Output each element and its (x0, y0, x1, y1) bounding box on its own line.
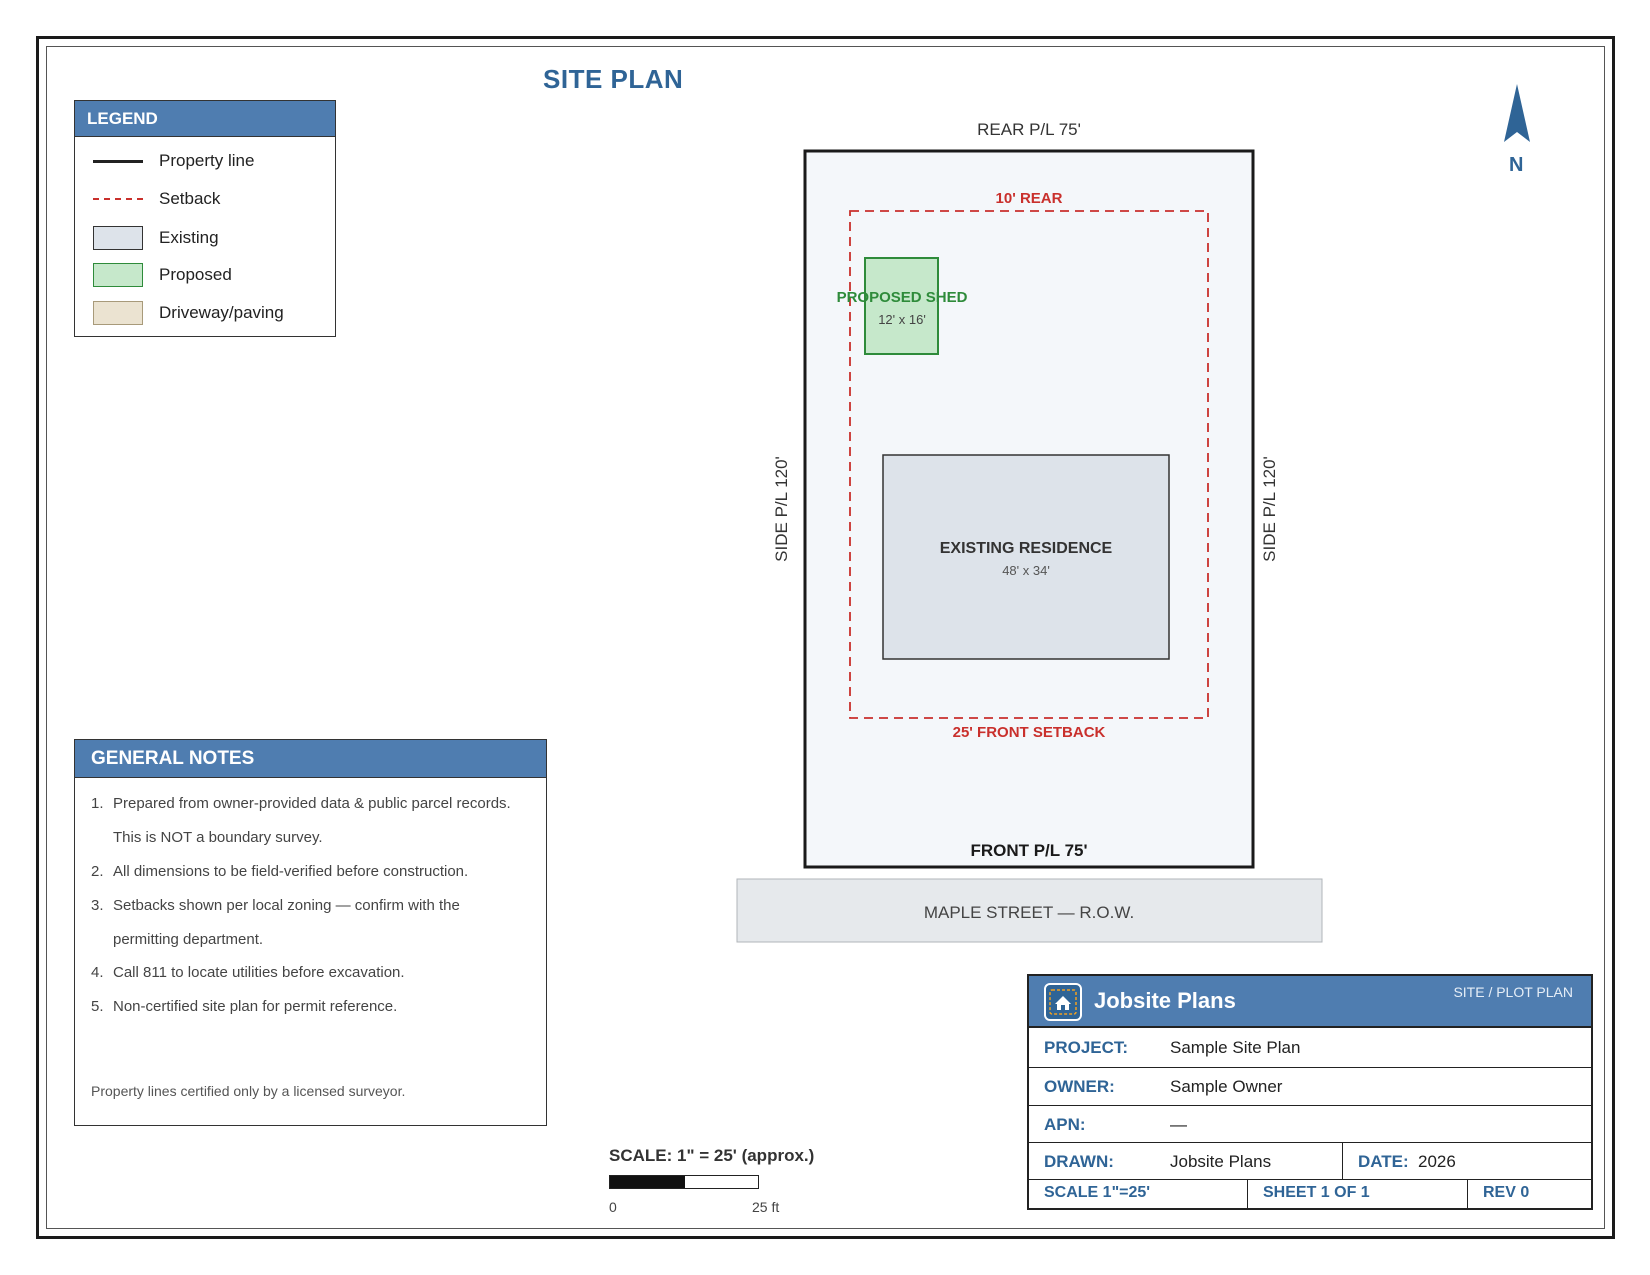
legend-label: Existing (159, 228, 219, 247)
note-item: 4. Call 811 to locate utilities before e… (91, 956, 521, 990)
legend-label: Proposed (159, 265, 232, 284)
note-text: Non-certified site plan for permit refer… (113, 998, 398, 1015)
note-text: Call 811 to locate utilities before exca… (113, 964, 405, 981)
legend-item-setback: Setback (93, 186, 220, 212)
legend-item-property-line: Property line (93, 148, 254, 174)
legend-label: Property line (159, 151, 255, 170)
drawn-row: DRAWN: Jobsite Plans DATE: 2026 (1029, 1143, 1591, 1180)
sheet-cell: SHEET 1 OF 1 (1247, 1180, 1467, 1208)
side-pl-left-label: SIDE P/L 120' (772, 456, 791, 562)
sheet-border-outer (36, 36, 1615, 1239)
residence-label: EXISTING RESIDENCE (940, 540, 1113, 557)
notes-heading: GENERAL NOTES (75, 740, 546, 778)
note-item: 2. All dimensions to be field-verified b… (91, 855, 521, 889)
sheet-number: SHEET 1 OF 1 (1263, 1184, 1370, 1201)
legend-item-proposed: Proposed (93, 262, 232, 288)
owner-value: Sample Owner (1170, 1077, 1283, 1096)
note-number: 5. (91, 998, 104, 1015)
note-number: 2. (91, 863, 104, 880)
legend-item-existing: Existing (93, 225, 219, 251)
scale-label: SCALE: 1" = 25' (approx.) (609, 1146, 815, 1165)
residence-dims: 48' x 34' (1002, 563, 1050, 578)
house-logo-icon (1044, 983, 1082, 1021)
scale-bar (609, 1175, 759, 1189)
rev-cell: REV 0 (1467, 1180, 1593, 1208)
sheet-type: SITE / PLOT PLAN (1453, 984, 1573, 1000)
existing-swatch (93, 226, 145, 250)
owner-row: OWNER: Sample Owner (1029, 1068, 1591, 1106)
front-pl-label: FRONT P/L 75' (970, 841, 1087, 860)
project-row: PROJECT: Sample Site Plan (1029, 1028, 1591, 1068)
setback-line (849, 210, 1209, 719)
street-row (736, 878, 1323, 943)
note-number: 4. (91, 964, 104, 981)
legend-heading: LEGEND (75, 101, 335, 137)
proposed-swatch (93, 263, 145, 287)
note-text: All dimensions to be field-verified befo… (113, 863, 469, 880)
existing-residence (882, 454, 1170, 660)
date-value: 2026 (1418, 1152, 1456, 1171)
project-key: PROJECT: (1044, 1038, 1129, 1057)
legend-item-driveway: Driveway/paving (93, 300, 284, 326)
property-line-symbol (93, 149, 145, 173)
revision: REV 0 (1483, 1184, 1530, 1201)
apn-key: APN: (1044, 1115, 1086, 1134)
apn-value: — (1170, 1115, 1187, 1134)
drawn-key: DRAWN: (1044, 1152, 1114, 1171)
footer-row: SCALE 1"=25' SHEET 1 OF 1 REV 0 (1029, 1180, 1591, 1208)
north-arrow-icon (1504, 84, 1530, 142)
title-block-scale: SCALE 1"=25' (1044, 1184, 1151, 1201)
setback-symbol (93, 187, 145, 211)
shed-dims: 12' x 16' (878, 312, 926, 327)
scale-tick-end: 25 ft (752, 1199, 780, 1215)
rear-pl-label: REAR P/L 75' (977, 120, 1081, 139)
legend-label: Driveway/paving (159, 303, 284, 322)
note-item: 1. Prepared from owner-provided data & p… (91, 787, 521, 855)
apn-row: APN: — (1029, 1106, 1591, 1143)
company-name: Jobsite Plans (1094, 988, 1236, 1013)
note-number: 1. (91, 795, 104, 812)
proposed-shed (864, 257, 939, 355)
driveway-swatch (93, 301, 145, 325)
owner-key: OWNER: (1044, 1077, 1115, 1096)
rear-setback-label: 10' REAR (996, 190, 1063, 207)
scale-tick-start: 0 (609, 1199, 617, 1215)
project-value: Sample Site Plan (1170, 1038, 1301, 1057)
legend-panel: LEGEND Property line Setback Existing Pr… (74, 100, 336, 337)
note-number: 3. (91, 897, 104, 914)
north-label: N (1509, 154, 1524, 176)
shed-label: PROPOSED SHED (837, 289, 968, 306)
front-setback-label: 25' FRONT SETBACK (953, 724, 1106, 741)
side-pl-right-label: SIDE P/L 120' (1260, 456, 1279, 562)
sheet-border-inner (46, 46, 1605, 1229)
title-block: Jobsite Plans SITE / PLOT PLAN PROJECT: … (1027, 974, 1593, 1210)
note-item: 3. Setbacks shown per local zoning — con… (91, 889, 521, 957)
drawn-value: Jobsite Plans (1170, 1152, 1272, 1171)
note-text: Prepared from owner-provided data & publ… (113, 795, 511, 846)
notes-footer: Property lines certified only by a licen… (91, 1083, 406, 1099)
note-item: 5. Non-certified site plan for permit re… (91, 990, 521, 1024)
general-notes-panel: GENERAL NOTES 1. Prepared from owner-pro… (74, 739, 547, 1126)
page-title: SITE PLAN (543, 64, 684, 94)
street-label: MAPLE STREET — R.O.W. (924, 903, 1134, 922)
title-block-header: Jobsite Plans SITE / PLOT PLAN (1029, 976, 1591, 1028)
date-key: DATE: (1358, 1152, 1409, 1171)
date-cell: DATE: 2026 (1342, 1143, 1593, 1179)
legend-label: Setback (159, 189, 221, 208)
note-text: Setbacks shown per local zoning — confir… (113, 897, 460, 948)
